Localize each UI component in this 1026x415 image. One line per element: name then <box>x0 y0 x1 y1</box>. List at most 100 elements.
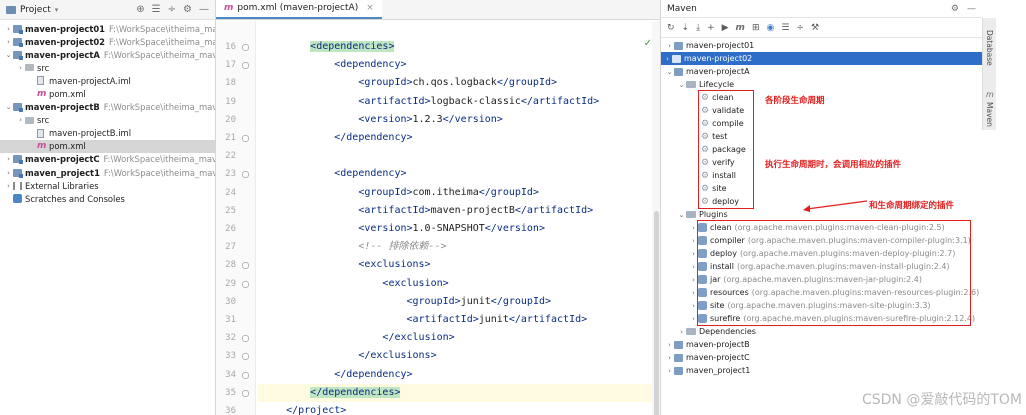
code-line[interactable]: <version>1.2.3</version> <box>258 111 660 129</box>
collapsed-arrow-icon[interactable]: › <box>7 24 10 33</box>
fold-marker[interactable] <box>242 389 249 397</box>
collapse-icon[interactable]: ÷ <box>796 22 804 33</box>
plugin-node[interactable]: ›install(org.apache.maven.plugins:maven-… <box>689 260 950 273</box>
hide-icon[interactable]: — <box>967 3 976 14</box>
dependencies-node[interactable]: ›Dependencies <box>677 325 756 338</box>
tab-pom-xml[interactable]: m pom.xml (maven-projectA) × <box>216 0 382 19</box>
fold-marker[interactable] <box>242 371 249 379</box>
collapse-all-icon[interactable]: ☰ <box>151 4 161 15</box>
tree-arrow-icon[interactable]: › <box>666 54 669 63</box>
project-view-selector[interactable]: Project ▾ <box>6 5 58 15</box>
lifecycle-phase[interactable]: ⚙compile <box>701 117 744 130</box>
download-icon[interactable]: ⤓ <box>696 22 701 33</box>
lifecycle-phase[interactable]: ⚙site <box>701 182 727 195</box>
maven-stripe-button[interactable]: Maven <box>985 102 994 127</box>
close-icon[interactable]: × <box>366 3 374 13</box>
code-line[interactable]: <dependency> <box>258 56 660 74</box>
editor-scrollbar[interactable] <box>652 21 660 415</box>
run-icon[interactable]: ▶ <box>721 22 729 33</box>
fold-marker[interactable] <box>242 171 249 179</box>
code-line[interactable]: <groupId>com.itheima</groupId> <box>258 184 660 202</box>
code-line[interactable]: </exclusions> <box>258 347 660 365</box>
fold-marker[interactable] <box>242 280 249 288</box>
collapsed-arrow-icon[interactable]: › <box>7 181 10 190</box>
expanded-arrow-icon[interactable]: ⌄ <box>678 80 685 89</box>
database-stripe-button[interactable]: Database <box>985 30 994 66</box>
plugin-node[interactable]: ›deploy(org.apache.maven.plugins:maven-d… <box>689 247 955 260</box>
lifecycle-phase[interactable]: ⚙test <box>701 130 727 143</box>
code-line[interactable]: <exclusions> <box>258 256 660 274</box>
fold-marker[interactable] <box>242 353 249 361</box>
skip-tests-icon[interactable]: ◉ <box>766 22 775 33</box>
fold-marker[interactable] <box>242 335 249 343</box>
tree-arrow-icon[interactable]: › <box>668 41 671 50</box>
collapsed-arrow-icon[interactable]: › <box>692 275 695 284</box>
code-line[interactable]: <artifactId>junit</artifactId> <box>258 311 660 329</box>
collapsed-arrow-icon[interactable]: › <box>692 223 695 232</box>
add-icon[interactable]: + <box>707 22 715 33</box>
tree-item[interactable]: Scratches and Consoles <box>0 192 215 205</box>
fold-marker[interactable] <box>242 62 249 70</box>
plugin-node[interactable]: ›compiler(org.apache.maven.plugins:maven… <box>689 234 971 247</box>
tree-item[interactable]: ›External Libraries <box>0 179 215 192</box>
tree-item[interactable]: maven-projectB.iml <box>0 127 215 140</box>
maven-project-node[interactable]: ›maven-projectC <box>665 351 750 364</box>
expanded-arrow-icon[interactable]: ⌄ <box>5 103 12 112</box>
show-dependencies-icon[interactable]: ☰ <box>781 22 790 33</box>
lifecycle-phase[interactable]: ⚙deploy <box>701 195 739 208</box>
code-line[interactable]: </dependency> <box>258 366 660 384</box>
scroll-thumb[interactable] <box>654 211 659 415</box>
code-line[interactable]: <groupId>junit</groupId> <box>258 293 660 311</box>
tree-item[interactable]: ›maven-project01F:\WorkSpace\itheima_mav… <box>0 22 215 35</box>
gear-icon[interactable]: ⚙ <box>183 4 192 15</box>
collapsed-arrow-icon[interactable]: › <box>7 155 10 164</box>
lifecycle-node[interactable]: ⌄Lifecycle <box>677 78 735 91</box>
fold-marker[interactable] <box>242 135 249 142</box>
collapsed-arrow-icon[interactable]: › <box>7 168 10 177</box>
toggle-offline-icon[interactable]: ⊞ <box>751 22 760 33</box>
fold-marker[interactable] <box>242 44 249 51</box>
locate-icon[interactable]: ⊕ <box>136 4 145 15</box>
lifecycle-phase[interactable]: ⚙validate <box>701 104 744 117</box>
tree-item[interactable]: ›maven-project02F:\WorkSpace\itheima_mav… <box>0 35 215 48</box>
code-area[interactable]: <dependencies> <dependency> <groupId>ch.… <box>258 21 660 415</box>
collapsed-arrow-icon[interactable]: › <box>680 327 683 336</box>
reload-icon[interactable]: ↻ <box>667 22 675 33</box>
code-line[interactable]: </project> <box>258 402 660 415</box>
lifecycle-phase[interactable]: ⚙install <box>701 169 736 182</box>
collapsed-arrow-icon[interactable]: › <box>692 236 695 245</box>
code-line[interactable]: <groupId>ch.qos.logback</groupId> <box>258 74 660 92</box>
code-line[interactable]: <version>1.0-SNAPSHOT</version> <box>258 220 660 238</box>
lifecycle-phase[interactable]: ⚙verify <box>701 156 735 169</box>
code-line[interactable]: </exclusion> <box>258 329 660 347</box>
hide-icon[interactable]: — <box>199 4 209 15</box>
plugins-node[interactable]: ⌄Plugins <box>677 208 728 221</box>
settings-wrench-icon[interactable]: ⚒ <box>810 22 820 33</box>
plugin-node[interactable]: ›surefire(org.apache.maven.plugins:maven… <box>689 312 975 325</box>
tree-item[interactable]: ›src <box>0 114 215 127</box>
tree-arrow-icon[interactable]: ⌄ <box>666 67 673 76</box>
collapsed-arrow-icon[interactable]: › <box>692 262 695 271</box>
code-line[interactable]: <artifactId>maven-projectB</artifactId> <box>258 202 660 220</box>
collapsed-arrow-icon[interactable]: › <box>692 301 695 310</box>
collapsed-arrow-icon[interactable]: › <box>668 340 671 349</box>
collapsed-arrow-icon[interactable]: › <box>19 116 22 125</box>
collapsed-arrow-icon[interactable]: › <box>692 314 695 323</box>
plugin-node[interactable]: ›jar(org.apache.maven.plugins:maven-jar-… <box>689 273 922 286</box>
collapsed-arrow-icon[interactable]: › <box>692 249 695 258</box>
code-line[interactable]: <artifactId>logback-classic</artifactId> <box>258 93 660 111</box>
tree-item[interactable]: ›src <box>0 61 215 74</box>
lifecycle-phase[interactable]: ⚙package <box>701 143 746 156</box>
code-line[interactable]: <!-- 排除依赖--> <box>258 238 660 256</box>
maven-project-node[interactable]: ›maven-projectB <box>665 338 749 351</box>
code-line[interactable]: </dependency> <box>258 129 660 147</box>
code-line[interactable]: <dependency> <box>258 165 660 183</box>
maven-project-node[interactable]: ›maven_project1 <box>665 364 750 377</box>
collapsed-arrow-icon[interactable]: › <box>7 37 10 46</box>
